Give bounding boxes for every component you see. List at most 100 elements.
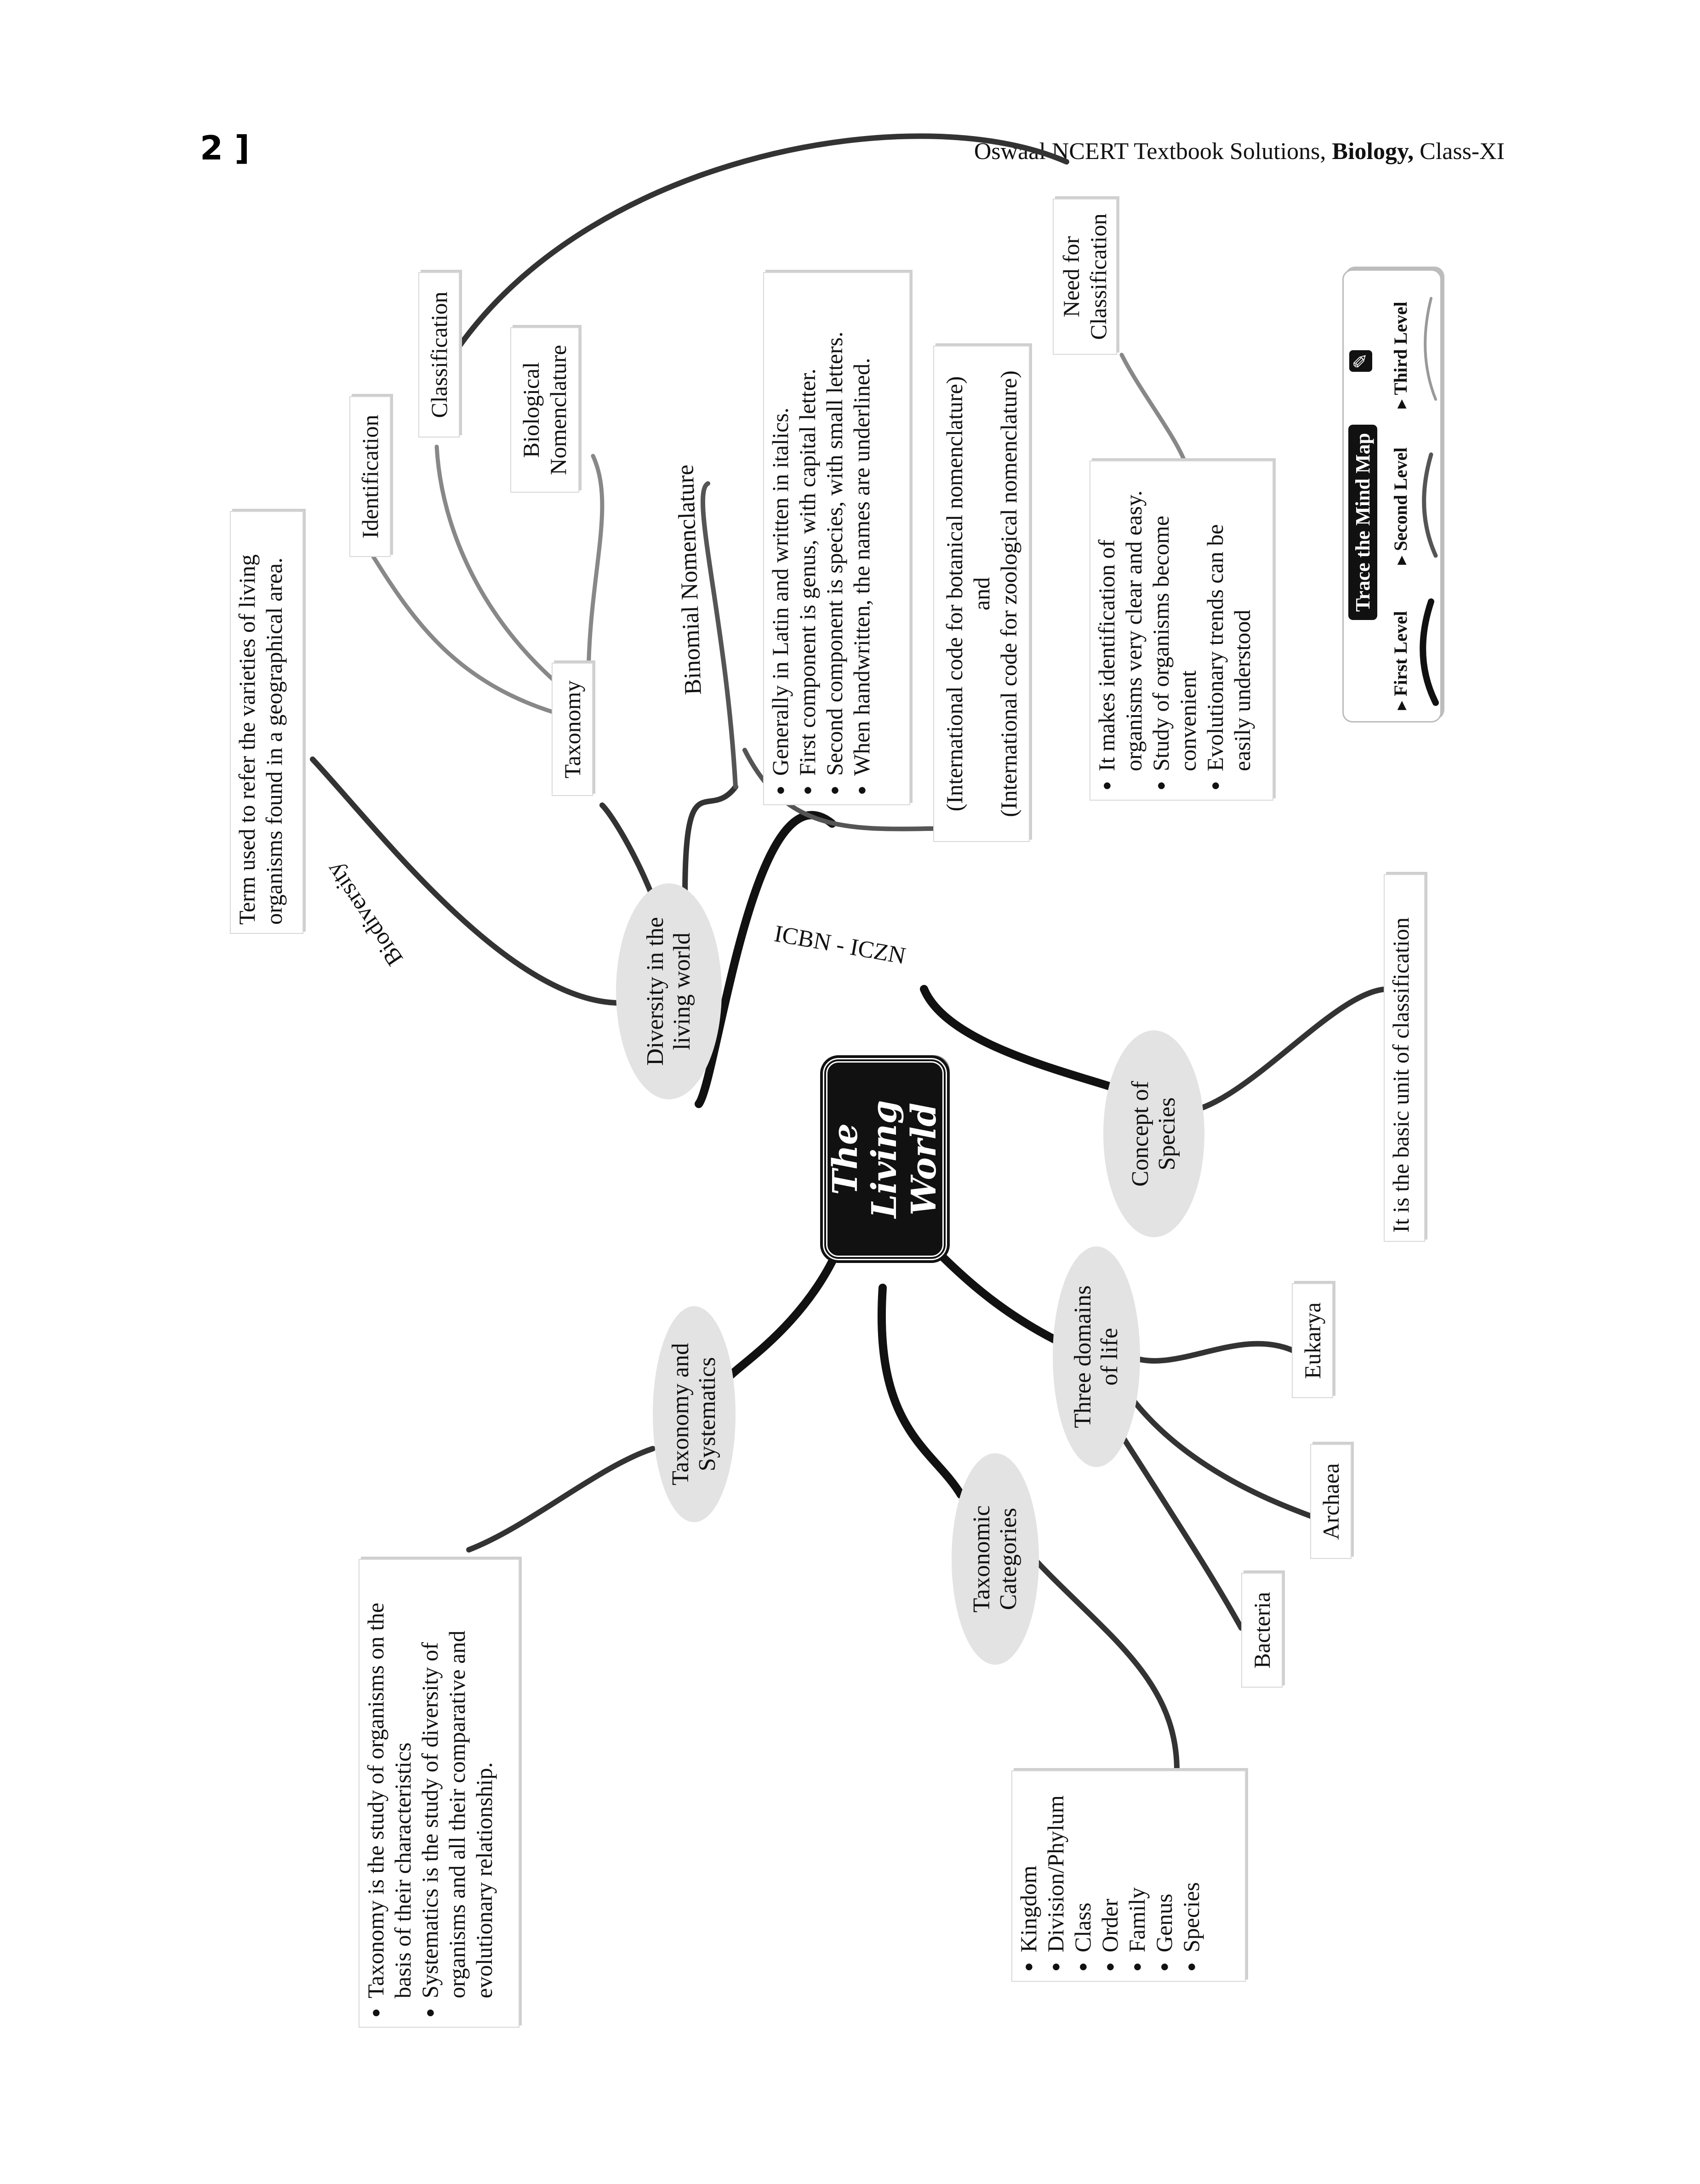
pencil-icon: ✎	[1349, 350, 1372, 372]
connector-classification	[434, 444, 568, 693]
connector-bacteria	[1110, 1418, 1244, 1631]
swatch-second-level	[1422, 452, 1438, 558]
connector-identification	[365, 546, 595, 725]
connector-biodiversity	[310, 756, 619, 1006]
legend-second-level: ▸ Second Level	[1390, 447, 1411, 565]
binomial-point: Second component is species, with small …	[821, 281, 848, 776]
biodiversity-def-line1: Term used to refer the varieties of livi…	[234, 554, 260, 925]
categories-line2: Categories	[995, 1507, 1021, 1610]
bio-nom-line2: Nomenclature	[545, 345, 571, 475]
category-item: Species	[1178, 1780, 1205, 1952]
diversity-line1: Diversity in the	[642, 917, 668, 1066]
arrow-right-icon: ▸	[1390, 700, 1411, 710]
category-item: Class	[1069, 1780, 1096, 1952]
bio-nom-line1: Biological	[518, 362, 544, 458]
category-item: Kingdom	[1015, 1780, 1042, 1952]
arrow-right-icon: ▸	[1390, 399, 1411, 409]
page-number: 2 ]	[200, 129, 250, 167]
domains-line1: Three domains	[1069, 1285, 1096, 1428]
header-subject: Biology,	[1332, 138, 1414, 165]
species-line1: Concept of	[1127, 1081, 1153, 1187]
systematics-line2: Systematics	[694, 1357, 720, 1472]
binomial-point: Generally in Latin and written in italic…	[767, 281, 794, 776]
need-point: Evolutionary trends can be easily unders…	[1202, 470, 1256, 771]
domain-bacteria: Bacteria	[1241, 1573, 1283, 1688]
category-item: Division/Phylum	[1042, 1780, 1069, 1952]
domains-line2: of life	[1096, 1328, 1123, 1386]
need-point: It makes identification of organisms ver…	[1093, 470, 1147, 771]
domain-archaea: Archaea	[1310, 1444, 1352, 1559]
legend-first-level: ▸ First Level	[1390, 611, 1411, 710]
category-item: Genus	[1151, 1780, 1178, 1952]
connector-categories-list	[1032, 1556, 1180, 1773]
connector-archaea	[1119, 1382, 1318, 1520]
need-line1: Need for	[1058, 236, 1084, 318]
biodiversity-def-line2: organisms found in a geographical area.	[261, 557, 287, 925]
header-class: Class-XI	[1414, 138, 1505, 165]
species-line2: Species	[1154, 1097, 1180, 1171]
legend-second-label: Second Level	[1390, 447, 1411, 551]
legend: Trace the Mind Map ✎ ▸ First Level ▸ Sec…	[1342, 269, 1442, 722]
legend-title: Trace the Mind Map	[1348, 424, 1377, 620]
icbn-iczn-box: (International code for botanical nomenc…	[933, 346, 1030, 842]
connector-species-def	[1174, 986, 1391, 1116]
connector-binomial	[682, 784, 738, 900]
icbn-line1: (International code for botanical nomenc…	[941, 376, 967, 812]
binomial-points: Generally in Latin and written in italic…	[763, 272, 910, 805]
systematics-point: Taxonomy is the study of organisms on th…	[362, 1568, 416, 1998]
swatch-first-level	[1420, 598, 1439, 706]
categories-list: Kingdom Division/Phylum Class Order Fami…	[1011, 1770, 1246, 1982]
icbn-line3: (International code for zoological nomen…	[995, 370, 1021, 817]
swatch-third-level	[1424, 297, 1437, 401]
systematics-point: Systematics is the study of diversity of…	[416, 1568, 498, 1998]
connector-classification-need	[457, 133, 1069, 348]
classification-node: Classification	[418, 272, 460, 438]
connector-categories	[877, 1284, 965, 1499]
identification-node: Identification	[349, 396, 391, 557]
icbn-line2: and	[968, 577, 994, 611]
central-line1: The Living	[826, 1100, 905, 1218]
connector-systematics-def	[466, 1446, 656, 1553]
category-item: Family	[1124, 1780, 1151, 1952]
connector-species	[920, 985, 1126, 1094]
domain-eukarya: Eukarya	[1292, 1283, 1333, 1398]
connector-eukarya	[1128, 1341, 1299, 1364]
need-line2: Classification	[1085, 213, 1111, 340]
systematics-points: Taxonomy is the study of organisms on th…	[359, 1559, 519, 2028]
legend-third-level: ▸ Third Level	[1390, 301, 1411, 409]
need-point: Study of organisms become convenient	[1147, 470, 1202, 771]
connector-binomial-arc	[700, 481, 738, 789]
binomial-point: When handwritten, the names are underlin…	[848, 281, 875, 776]
arrow-right-icon: ▸	[1390, 555, 1411, 565]
systematics-line1: Taxonomy and	[667, 1343, 694, 1485]
species-definition: It is the basic unit of classification	[1384, 874, 1425, 1242]
connector-bio-nomenclature	[586, 454, 605, 683]
legend-third-label: Third Level	[1390, 301, 1411, 395]
binomial-point: First component is genus, with capital l…	[794, 281, 821, 776]
need-points: It makes identification of organisms ver…	[1090, 461, 1273, 801]
category-item: Order	[1096, 1780, 1124, 1952]
connector-systematics	[727, 1238, 845, 1379]
diversity-line2: living world	[669, 933, 695, 1050]
connector-need-points	[1119, 353, 1188, 467]
connector-taxonomy	[599, 802, 656, 900]
legend-swatches	[1420, 297, 1439, 706]
taxonomy-node: Taxonomy	[552, 663, 593, 796]
central-line2: World	[904, 1103, 944, 1216]
categories-line1: Taxonomic	[968, 1505, 995, 1613]
legend-first-label: First Level	[1390, 611, 1411, 696]
connector-diversity	[695, 811, 836, 1108]
biodiversity-definition: Term used to refer the varieties of livi…	[230, 511, 303, 934]
running-header: Oswaal NCERT Textbook Solutions, Biology…	[974, 138, 1505, 165]
